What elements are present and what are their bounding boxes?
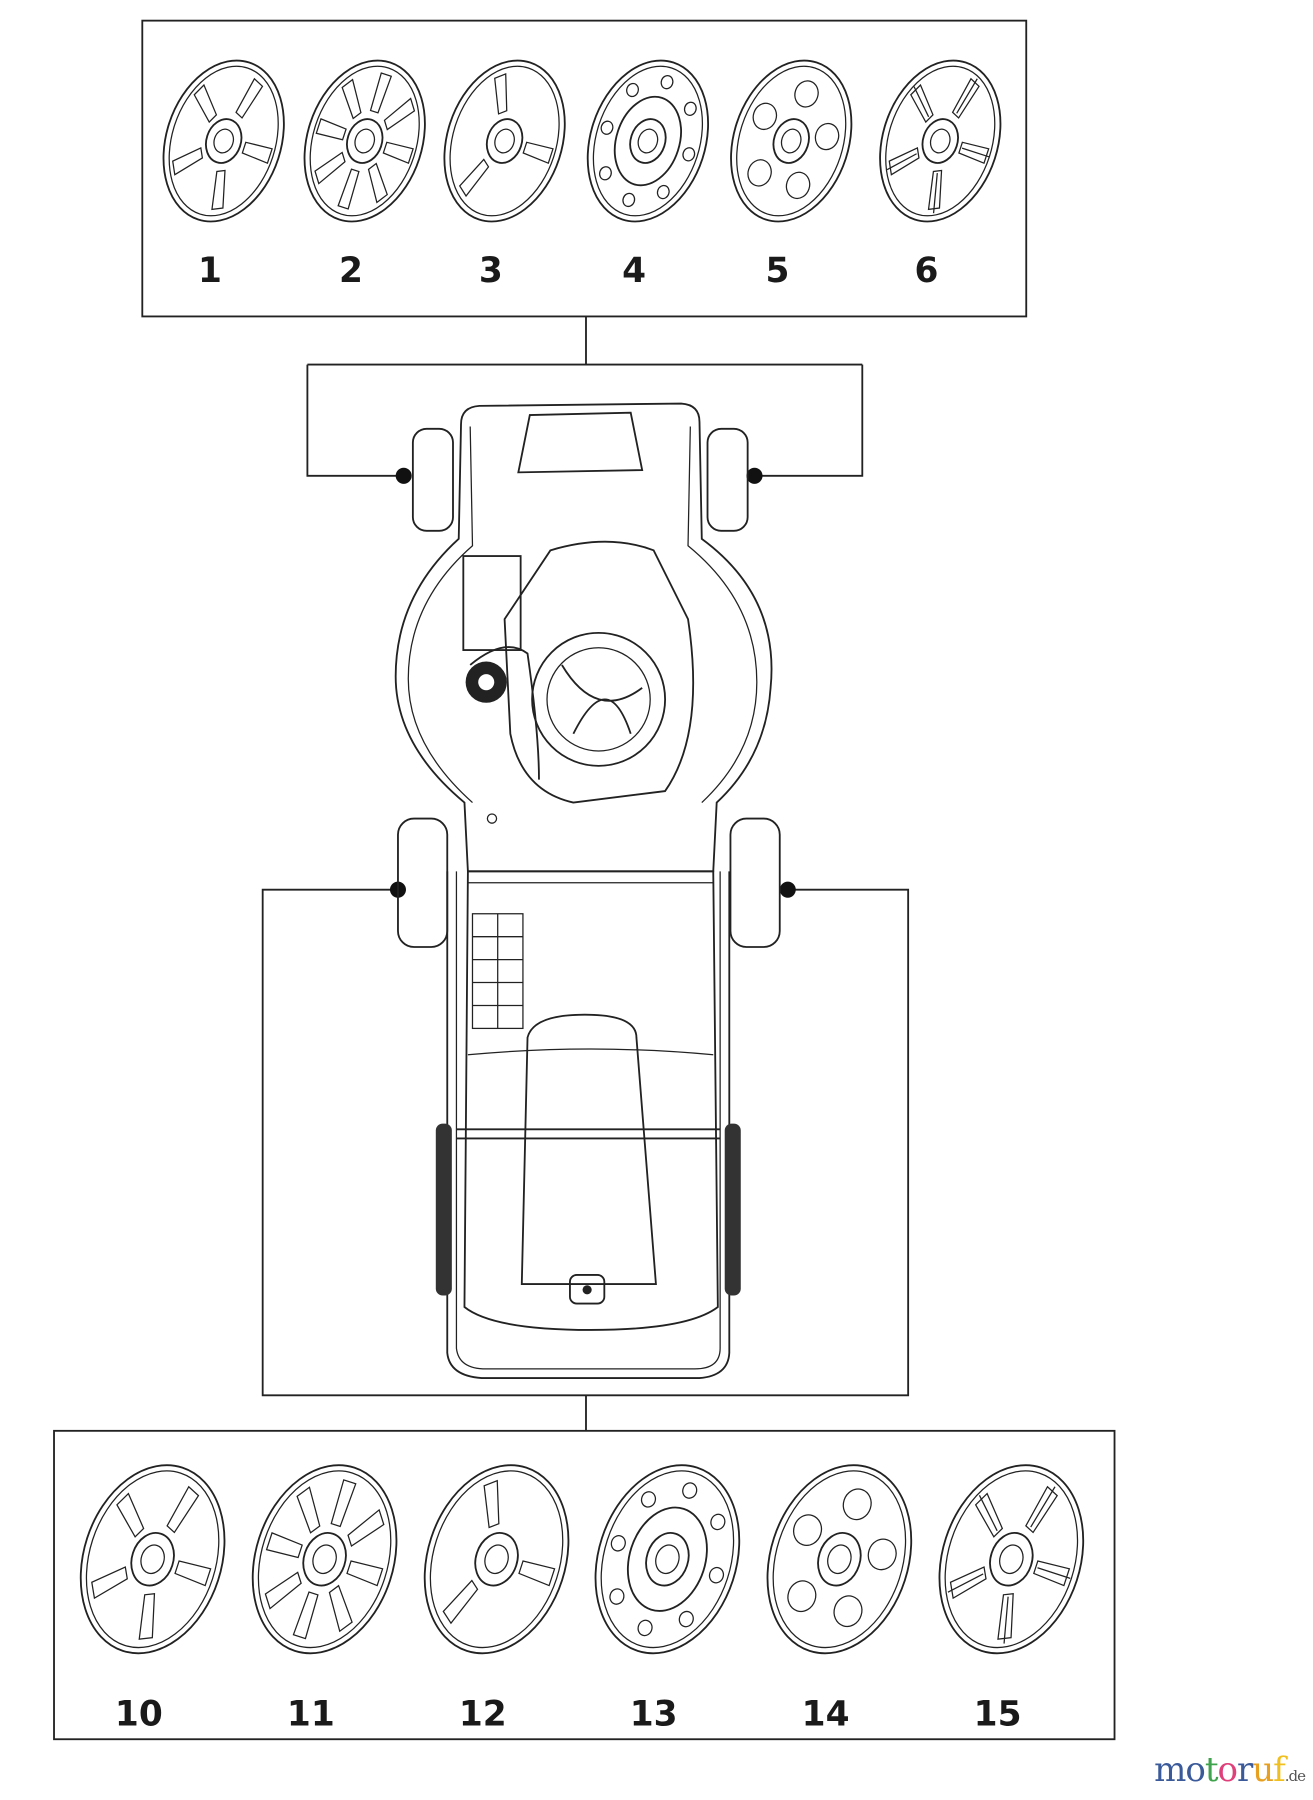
bottom-wheel-covers: 10 11 12 13 14 15 xyxy=(57,1446,1106,1734)
grass-catcher xyxy=(463,870,719,1331)
logo-letter: o xyxy=(1185,1750,1206,1790)
logo-letter: m xyxy=(1154,1750,1186,1790)
lawn-mower-top-view xyxy=(394,402,781,1380)
part-number-label: 11 xyxy=(287,1694,335,1734)
wheel-cover-drawing xyxy=(303,59,426,223)
callout-dot xyxy=(746,467,763,484)
part-number-label: 12 xyxy=(459,1694,507,1734)
part-10[interactable]: 10 xyxy=(57,1446,247,1734)
top-wheel-covers: 1 2 3 4 5 6 xyxy=(144,45,1020,291)
rear-right-wheel xyxy=(729,817,781,948)
logo-letter: f xyxy=(1273,1750,1286,1790)
part-15[interactable]: 15 xyxy=(916,1446,1106,1734)
wheel-cover-drawing xyxy=(162,59,285,223)
rear-wheel-leader-lines xyxy=(261,881,910,1431)
wheel-cover-drawing xyxy=(879,59,1002,223)
front-right-wheel xyxy=(706,427,749,532)
part-2[interactable]: 2 xyxy=(285,45,445,291)
handle-bar xyxy=(446,871,731,1380)
part-number-label: 2 xyxy=(339,251,363,291)
front-wheel-leader-lines xyxy=(306,316,864,484)
callout-dot xyxy=(779,881,796,898)
wheel-cover-drawing xyxy=(938,1464,1085,1655)
part-1[interactable]: 1 xyxy=(144,45,304,291)
wheel-cover-drawing xyxy=(594,1464,741,1655)
wheel-cover-drawing xyxy=(586,59,710,223)
part-number-label: 10 xyxy=(115,1694,163,1734)
logo-letter: t xyxy=(1204,1750,1219,1790)
part-number-label: 3 xyxy=(479,251,503,291)
engine xyxy=(462,540,695,804)
part-11[interactable]: 11 xyxy=(229,1446,419,1734)
logo-tld: .de xyxy=(1284,1767,1306,1785)
logo-letter: u xyxy=(1252,1750,1274,1790)
rear-left-wheel xyxy=(397,817,449,948)
part-number-label: 4 xyxy=(622,251,646,291)
part-3[interactable]: 3 xyxy=(425,45,585,291)
wheel-cover-drawing xyxy=(423,1464,570,1655)
part-13[interactable]: 13 xyxy=(572,1446,762,1734)
wheel-cover-drawing xyxy=(730,59,853,223)
wheel-cover-drawing xyxy=(79,1464,226,1655)
top-parts-box xyxy=(141,19,1028,318)
front-bumper xyxy=(517,411,644,474)
part-6[interactable]: 6 xyxy=(860,45,1020,291)
callout-dot xyxy=(395,467,412,484)
wheel-cover-drawing xyxy=(443,59,566,223)
part-number-label: 13 xyxy=(630,1694,678,1734)
part-number-label: 14 xyxy=(802,1694,850,1734)
part-number-label: 1 xyxy=(198,251,222,291)
part-12[interactable]: 12 xyxy=(401,1446,591,1734)
wheel-cover-drawing xyxy=(251,1464,398,1655)
bottom-parts-box xyxy=(53,1429,1116,1741)
wheel-cover-drawing xyxy=(766,1464,913,1655)
part-14[interactable]: 14 xyxy=(744,1446,934,1734)
logo-letter: r xyxy=(1236,1750,1253,1790)
part-5[interactable]: 5 xyxy=(711,45,871,291)
part-number-label: 6 xyxy=(915,251,939,291)
mower-deck xyxy=(394,402,773,873)
part-number-label: 5 xyxy=(765,251,789,291)
motoruf-logo: motoruf.de xyxy=(1154,1750,1306,1790)
logo-letter: o xyxy=(1217,1750,1239,1790)
part-4[interactable]: 4 xyxy=(568,45,728,291)
front-left-wheel xyxy=(411,427,454,532)
part-number-label: 15 xyxy=(974,1694,1022,1734)
